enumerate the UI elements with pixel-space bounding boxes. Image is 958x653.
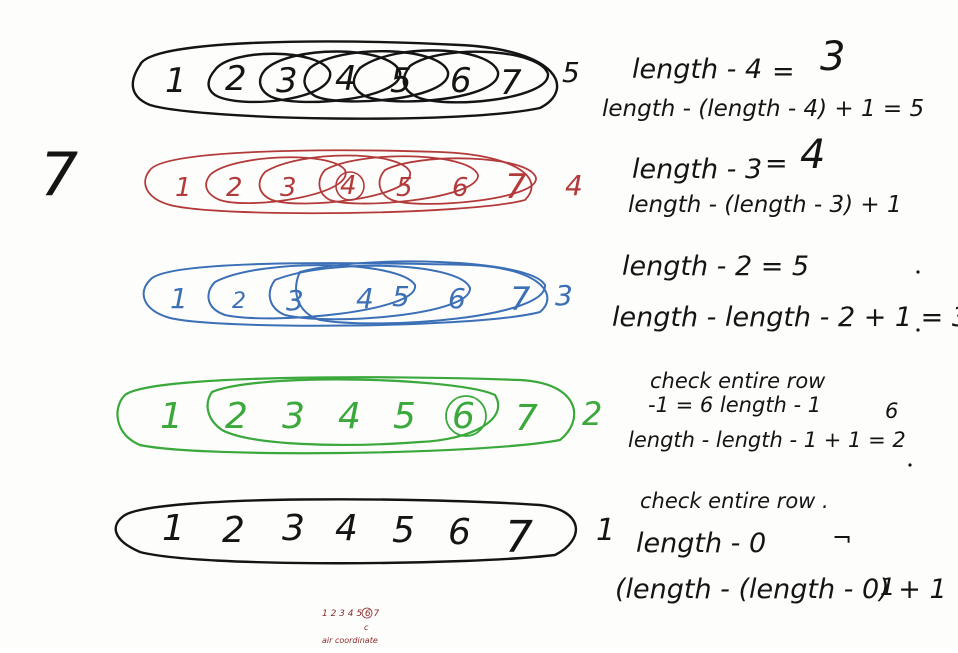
row-2-num-7: 7 [505,167,527,207]
row-4-formula-side: 6 [885,399,898,423]
row-3-num-3: 3 [286,284,304,317]
row-1-num-5: 5 [390,61,412,101]
row-3-num-2: 2 [232,289,246,314]
row-2-formula-line1: length - 3 [632,154,762,185]
row-2-window-count: 4 [565,169,583,202]
row-4-num-6: 6 [452,396,475,437]
row-5-num-3: 3 [282,508,305,549]
row-3-loop-outer [142,262,549,327]
row-1-numbers: 1 2 3 4 5 6 7 [165,59,522,103]
row-1-formula-line1: length - 4 [632,54,762,85]
row-3-num-5: 5 [392,280,410,313]
row-1-loop-4 [303,49,450,103]
row-5-numbers: 1 2 3 4 5 6 7 [162,508,533,563]
row-5-num-6: 6 [448,512,471,553]
row-4-loops [116,376,576,455]
row-5-num-7: 7 [505,512,533,563]
row-4-formula-line3: length - length - 1 + 1 = 2 [628,428,906,452]
row-4-num-4: 4 [338,396,361,437]
row-2-numbers: 1 2 3 4 5 6 7 [175,167,527,207]
stray-dot-3 [908,463,912,467]
row-2-formula-line2: length - (length - 3) + 1 [628,192,902,218]
row-1-loop-6 [402,50,550,104]
stray-dot-2 [916,328,920,332]
row-4-numbers: 1 2 3 4 5 6 7 [160,396,538,439]
row-1-loop-5 [352,49,500,103]
row-2-num-6: 6 [452,173,469,203]
row-3-num-6: 6 [448,282,466,315]
row-3-num-4: 4 [356,282,374,315]
row-3-loops [142,260,549,327]
row-5-window-count: 1 [596,513,615,548]
row-1-formula-line2: length - (length - 4) + 1 = 5 [602,96,924,122]
row-1-loops [131,40,559,120]
bottom-note-numbers: 1 2 3 4 5 6 7 [322,609,380,619]
row-2-formula-eq: = [765,148,788,179]
row-1-num-3: 3 [276,61,298,101]
row-4-num-3: 3 [282,396,305,437]
row-1-num-1: 1 [165,61,187,101]
row-5-num-5: 5 [392,510,415,551]
row-5-formula-side: 1 [880,573,895,601]
row-4-loop-outer [116,376,576,455]
row-1-window-count: 5 [562,56,580,89]
row-4-num-1: 1 [160,396,183,437]
row-4-loop-inner [206,378,500,446]
row-length-number: 7 [40,140,78,210]
row-3-num-1: 1 [170,282,188,315]
row-2-num-5: 5 [396,173,413,203]
bottom-note-circle [361,607,373,619]
row-2-loop-5 [378,157,537,205]
row-3-formula-line1: length - 2 = 5 [622,251,809,282]
stray-dot-1 [916,270,920,274]
row-1-num-6: 6 [450,61,472,101]
row-3-num-7: 7 [510,280,531,318]
row-3-loop-4 [295,260,547,325]
row-2-loop-2 [205,156,347,205]
row-3-loop-3 [268,264,472,321]
row-2-num-4: 4 [340,171,357,201]
row-3-loop-2 [207,264,416,320]
row-5-num-4: 4 [335,508,358,549]
row-5-num-2: 2 [222,510,245,551]
row-2-num-2: 2 [226,173,243,203]
row-1-loop-outer [131,40,559,120]
row-5-num-1: 1 [162,508,185,549]
row-1-loop-2 [207,52,332,104]
row-1-loop-3 [258,50,402,104]
row-2-num-3: 3 [280,173,297,203]
row-5-loop-outer [114,498,578,565]
bottom-note-marker: c [364,623,369,632]
row-5-formula-line1: check entire row . [640,489,829,513]
row-3-numbers: 1 2 3 4 5 6 7 [170,280,531,318]
row-5-formula-line2: length - 0 [636,528,766,559]
row-1-num-7: 7 [500,63,522,103]
row-2-center-circle [335,171,365,201]
row-2-loop-outer [144,149,533,215]
row-5-loops [114,498,578,565]
row-3-window-count: 3 [555,279,573,312]
row-1-num-4: 4 [335,59,357,99]
row-4-num-7: 7 [515,398,538,439]
row-2-num-1: 1 [175,173,192,203]
row-2-formula-result: 4 [800,132,825,178]
row-4-formula-line1: check entire row [650,369,826,393]
row-5-formula-line3: (length - (length - 0) + 1 [615,574,947,605]
row-2-loop-3 [258,154,411,205]
row-4-num-2: 2 [225,396,248,437]
row-4-formula-line2: -1 = 6 length - 1 [648,393,821,417]
row-3-formula-line2: length - length - 2 + 1 = 3 [612,302,958,333]
row-2-loop-4 [318,155,479,205]
row-2-loops [144,149,537,215]
row-1-num-2: 2 [225,59,247,99]
row-4-num-5: 5 [393,396,416,437]
row-4-window-count: 2 [582,395,602,433]
row-4-six-circle [445,395,487,437]
bottom-note-caption: air coordinate [322,636,378,645]
row-5-formula-arrow: ¬ [832,524,852,552]
row-1-formula-result: 3 [820,34,845,80]
row-1-formula-eq: = [772,56,795,87]
